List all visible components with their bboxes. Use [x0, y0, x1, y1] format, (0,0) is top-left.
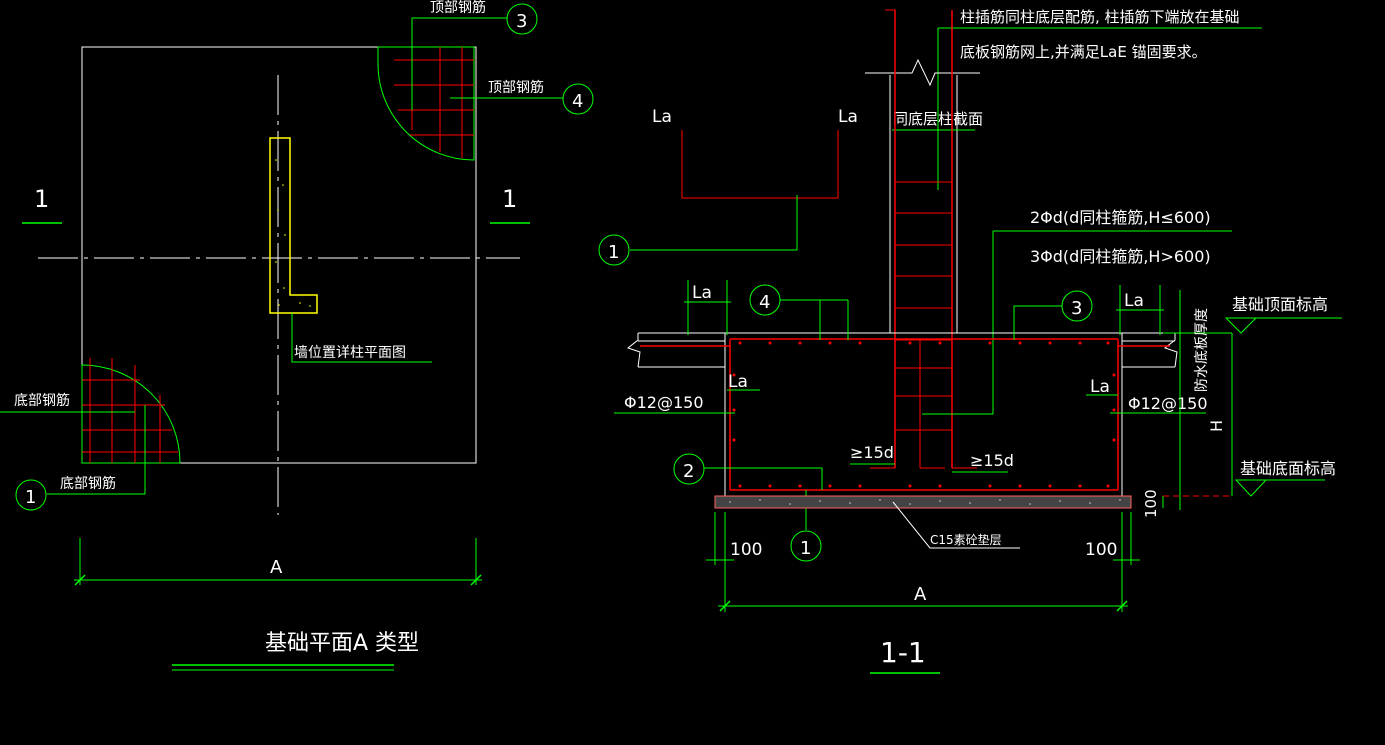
wall-note: 墙位置详柱平面图	[294, 345, 406, 361]
stirrup-note-2: 3Φd(d同柱箍筋,H>600)	[1030, 247, 1211, 266]
phi-label-right: Φ12@150	[1128, 394, 1208, 413]
section-balloon-1b	[790, 530, 822, 562]
wall-l-shape	[269, 137, 318, 314]
plan-title: 基础平面A 类型	[265, 631, 419, 656]
svg-text:1: 1	[608, 242, 619, 263]
top-bar-bent	[681, 130, 839, 199]
h-label: H	[1207, 420, 1226, 432]
plan-balloon-4	[562, 83, 594, 115]
la-label-6: La	[1090, 377, 1110, 397]
plan-bottom-rebar-label-b: 底部钢筋	[60, 475, 116, 492]
c15-cushion	[714, 495, 1132, 509]
section-balloon-1a	[598, 234, 630, 266]
plan-dim-a: A	[270, 557, 283, 578]
section-balloon-3	[1061, 290, 1093, 322]
plan-balloon-3	[506, 3, 538, 35]
svg-text:3: 3	[516, 11, 527, 32]
svg-text:1: 1	[25, 487, 36, 508]
bottom-rebar-hatch	[81, 358, 181, 464]
svg-text:4: 4	[759, 292, 770, 313]
section-note-line2: 底板钢筋网上,并满足LaE 锚固要求。	[960, 43, 1207, 61]
dim-100-right: 100	[1085, 540, 1117, 560]
bottom-elevation: 基础底面标高	[1240, 459, 1336, 478]
la-label-2: La	[838, 107, 858, 127]
dim-100-left: 100	[730, 540, 762, 560]
plan-balloon-1	[15, 479, 47, 511]
la-label-3: La	[692, 283, 712, 303]
plan-outline	[81, 46, 477, 464]
dim-100-vert: 100	[1142, 489, 1160, 518]
la-label-5: La	[728, 372, 748, 392]
section-note-line1: 柱插筋同柱底层配筋, 柱插筋下端放在基础	[960, 8, 1240, 26]
svg-text:2: 2	[683, 461, 694, 482]
section-mark-right: 1	[502, 185, 517, 213]
section-balloon-4	[749, 284, 781, 316]
top-elevation: 基础顶面标高	[1232, 295, 1328, 314]
phi-label-left: Φ12@150	[624, 393, 704, 412]
ge15d-left: ≥15d	[850, 443, 894, 462]
stirrup-note-1: 2Φd(d同柱箍筋,H≤600)	[1030, 208, 1211, 227]
svg-text:1: 1	[800, 538, 811, 559]
section-balloon-2	[673, 453, 705, 485]
wall-note-leader	[291, 313, 432, 363]
foundation-plan: 墙位置详柱平面图 1 1 3 顶部钢筋 4 顶部钢筋 底部钢筋 1 底部钢筋 A…	[0, 0, 594, 671]
la-label-1: La	[652, 107, 672, 127]
top-rebar-hatch	[377, 46, 475, 161]
la-label-4: La	[1124, 291, 1144, 311]
section-1-1: 柱插筋同柱底层配筋, 柱插筋下端放在基础 底板钢筋网上,并满足LaE 锚固要求。…	[598, 8, 1342, 674]
svg-text:3: 3	[1071, 298, 1082, 319]
plan-top-rebar-label-b: 顶部钢筋	[488, 79, 544, 96]
column-label: 同底层柱截面	[893, 110, 983, 128]
ge15d-right: ≥15d	[970, 451, 1014, 470]
section-mark-left: 1	[34, 185, 49, 213]
plan-bottom-rebar-label-a: 底部钢筋	[14, 392, 70, 409]
plan-top-rebar-label-a: 顶部钢筋	[430, 0, 486, 16]
section-title: 1-1	[880, 636, 926, 669]
waterproof-label: 防水底板厚度	[1194, 308, 1210, 392]
section-dim-a: A	[914, 584, 927, 605]
svg-text:4: 4	[572, 91, 583, 112]
c15-label: C15素砼垫层	[930, 532, 1002, 547]
